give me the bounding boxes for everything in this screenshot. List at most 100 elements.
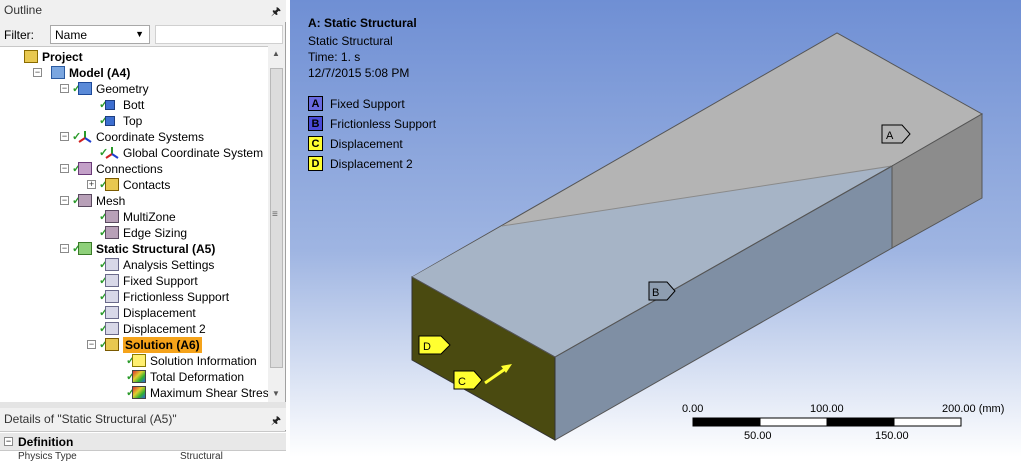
tree-item[interactable]: ✓Frictionless Support xyxy=(0,289,268,305)
tag-d[interactable] xyxy=(418,335,451,355)
tree-item-label: Top xyxy=(123,114,143,128)
collapse-icon[interactable]: − xyxy=(87,339,96,349)
check-icon: ✓ xyxy=(99,339,109,351)
tag-c[interactable] xyxy=(453,370,483,390)
collapse-icon[interactable]: − xyxy=(60,131,69,141)
collapse-icon[interactable]: − xyxy=(4,436,13,446)
tree-item[interactable]: −Model (A4) xyxy=(0,65,268,81)
sol-icon xyxy=(105,338,119,351)
tree-item-label: Edge Sizing xyxy=(123,226,188,240)
tree-item-label: Static Structural (A5) xyxy=(96,242,216,256)
check-icon: ✓ xyxy=(99,147,109,159)
tree-item[interactable]: −✓Connections xyxy=(0,161,268,177)
details-row[interactable]: Physics Type Structural xyxy=(0,451,286,462)
scale-label: 150.00 xyxy=(875,430,909,442)
legend-key: B xyxy=(308,116,323,131)
outline-title: Outline xyxy=(4,3,43,17)
displacement-arrow-head xyxy=(501,364,512,373)
tree-item[interactable]: ✓Displacement 2 xyxy=(0,321,268,337)
tree-item[interactable]: ✓MultiZone xyxy=(0,209,268,225)
tree-item[interactable]: ✓Edge Sizing xyxy=(0,225,268,241)
sol-icon xyxy=(105,178,119,191)
graphics-viewport[interactable]: A B D C A: Static Structural Static Stru… xyxy=(290,0,1021,457)
tree-item[interactable]: +✓Contacts xyxy=(0,177,268,193)
details-section-definition[interactable]: − Definition xyxy=(0,433,286,451)
expand-icon[interactable]: + xyxy=(87,179,96,189)
filter-input[interactable] xyxy=(155,25,283,44)
tree-item-label: Total Deformation xyxy=(150,370,245,384)
tree-item-label: Maximum Shear Stress xyxy=(150,386,268,400)
tree-item[interactable]: −✓Static Structural (A5) xyxy=(0,241,268,257)
tree-item[interactable]: ✓Displacement xyxy=(0,305,268,321)
check-icon: ✓ xyxy=(99,307,109,319)
tree-item[interactable]: ✓ Maximum Shear Stress xyxy=(0,385,268,401)
tag-a[interactable] xyxy=(881,124,911,144)
viewport-subtitle: Static Structural xyxy=(308,34,393,48)
tree-item[interactable]: ✓Solution Information xyxy=(0,353,268,369)
filter-label: Filter: xyxy=(4,28,34,42)
tree-item-label: Solution Information xyxy=(150,354,257,368)
tree-item[interactable]: ✓ Top xyxy=(0,113,268,129)
pin-icon[interactable]: 🖈 xyxy=(270,415,281,427)
model-icon xyxy=(51,66,65,79)
details-grid: − Definition Physics Type Structural xyxy=(0,431,286,462)
check-icon: ✓ xyxy=(99,275,109,287)
filter-dropdown[interactable]: Name ▼ xyxy=(50,25,150,44)
viewport-timestamp: 12/7/2015 5:08 PM xyxy=(308,66,410,80)
tag-d-label: D xyxy=(423,341,431,353)
body-icon xyxy=(105,100,115,110)
tree-item-label: Geometry xyxy=(96,82,149,96)
tree-item-label: Solution (A6) xyxy=(123,337,202,353)
collapse-icon[interactable]: − xyxy=(60,163,69,173)
scroll-thumb[interactable] xyxy=(270,68,283,368)
tree-scrollbar[interactable]: ▲ ≡ ▼ xyxy=(268,46,285,402)
tree-item[interactable]: ✓Global Coordinate System xyxy=(0,145,268,161)
check-icon: ✓ xyxy=(126,387,136,399)
collapse-icon[interactable]: − xyxy=(60,195,69,205)
mesh-icon xyxy=(105,210,119,223)
tree-item[interactable]: −✓Mesh xyxy=(0,193,268,209)
tree-item[interactable]: ✓Bott xyxy=(0,97,268,113)
collapse-icon[interactable]: − xyxy=(60,243,69,253)
tree-item[interactable]: ✓Fixed Support xyxy=(0,273,268,289)
legend-key: A xyxy=(308,96,323,111)
outline-title-bar: Outline 🖈 xyxy=(0,0,286,22)
outline-tree: Project−Model (A4)−✓Geometry✓Bott✓Top−✓C… xyxy=(0,46,268,403)
tag-b[interactable] xyxy=(648,281,676,301)
load-icon xyxy=(105,258,119,271)
model-top-face-selected[interactable] xyxy=(412,166,892,357)
tree-item[interactable]: ✓Total Deformation xyxy=(0,369,268,385)
tree-item-label: MultiZone xyxy=(123,210,176,224)
scale-label: 200.00 (mm) xyxy=(942,403,1005,415)
model-edge xyxy=(501,165,893,227)
mesh-icon xyxy=(105,226,119,239)
scale-label: 50.00 xyxy=(744,430,772,442)
check-icon: ✓ xyxy=(72,83,82,95)
scroll-up-icon[interactable]: ▲ xyxy=(272,49,280,58)
legend-label: Fixed Support xyxy=(330,97,405,111)
scroll-down-icon[interactable]: ▼ xyxy=(272,389,280,398)
collapse-icon[interactable]: − xyxy=(33,67,42,77)
legend-label: Displacement xyxy=(330,137,403,151)
tree-item-label: Mesh xyxy=(96,194,126,208)
model-scene[interactable]: A B D C xyxy=(290,0,1021,457)
mesh-icon xyxy=(78,194,92,207)
legend-label: Frictionless Support xyxy=(330,117,437,131)
panel-splitter[interactable] xyxy=(0,402,286,408)
details-title: Details of "Static Structural (A5)" xyxy=(4,412,177,426)
legend-key: C xyxy=(308,136,323,151)
tree-item[interactable]: −✓ Geometry xyxy=(0,81,268,97)
tree-item[interactable]: Project xyxy=(0,49,268,65)
filter-bar: Filter: Name ▼ xyxy=(0,24,286,46)
load-icon xyxy=(105,322,119,335)
tree-item[interactable]: −✓ Solution (A6) xyxy=(0,337,268,353)
tree-item[interactable]: −✓Coordinate Systems xyxy=(0,129,268,145)
tree-item-label: Frictionless Support xyxy=(123,290,230,304)
collapse-icon[interactable]: − xyxy=(60,83,69,93)
pin-icon[interactable]: 🖈 xyxy=(270,6,281,18)
tag-c-label: C xyxy=(458,376,466,388)
tree-item[interactable]: ✓Analysis Settings xyxy=(0,257,268,273)
check-icon: ✓ xyxy=(99,115,109,127)
section-label: Definition xyxy=(18,435,74,449)
legend-key: D xyxy=(308,156,323,171)
